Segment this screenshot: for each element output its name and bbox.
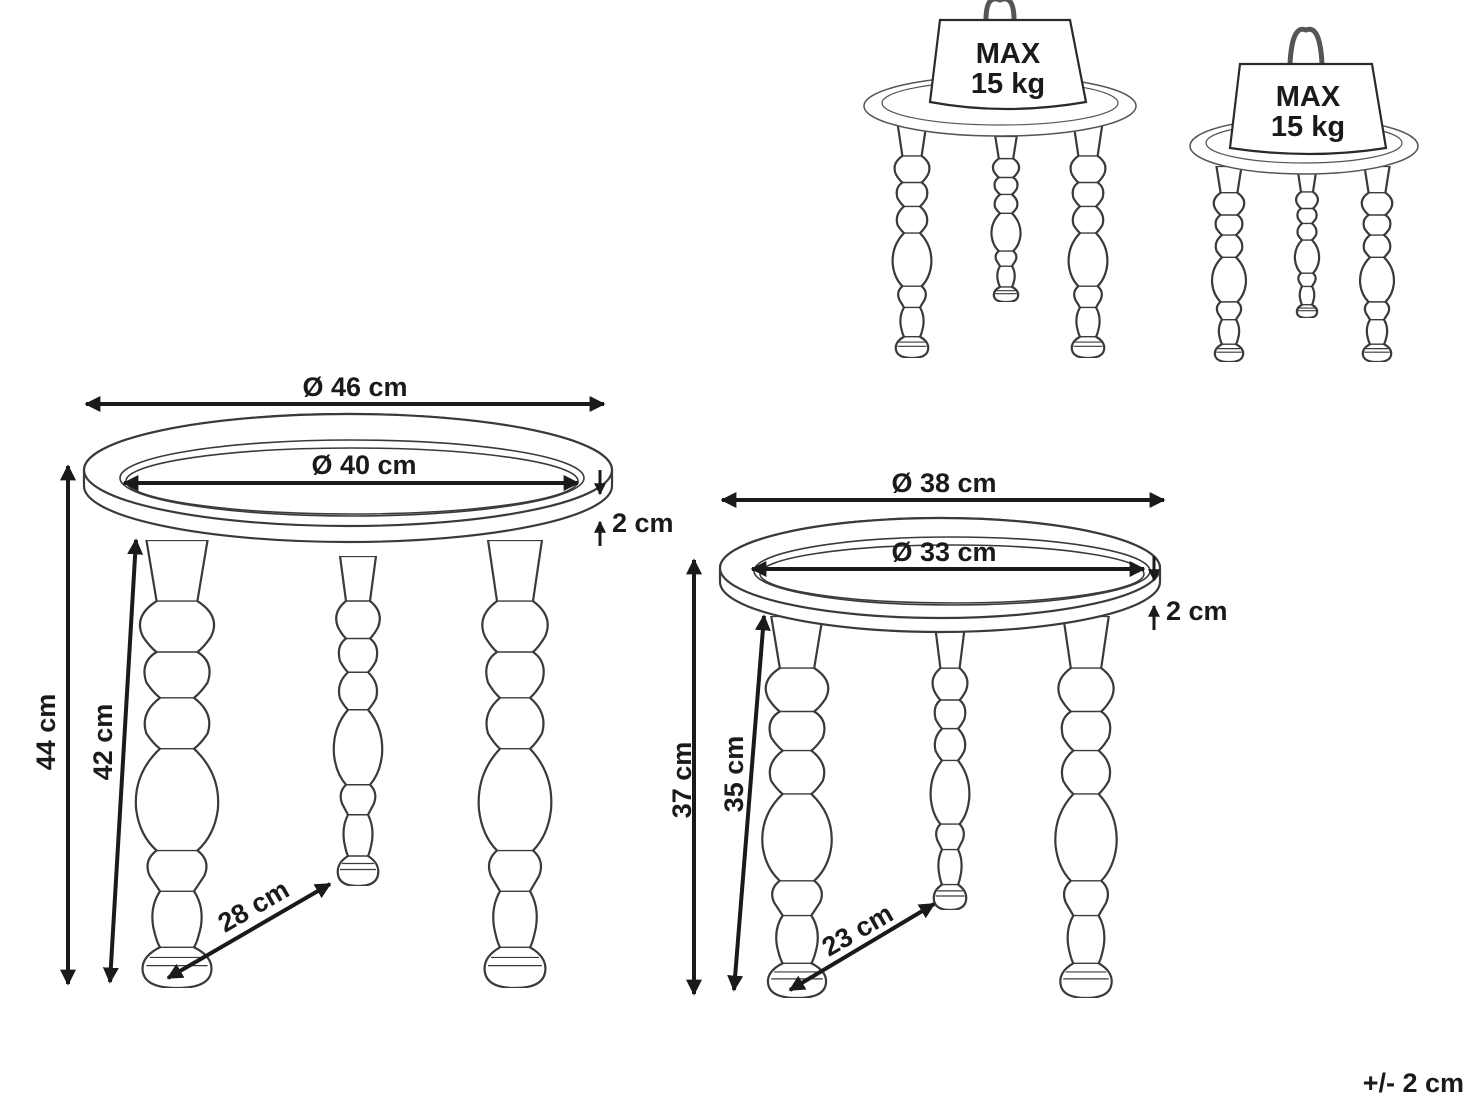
large-outer-diameter: Ø 46 cm [302, 372, 407, 402]
load-kg-label-small: 15 kg [1271, 111, 1345, 143]
load-max-label-small: MAX [1276, 81, 1341, 113]
small-inner-diameter: Ø 33 cm [891, 537, 996, 567]
small-total-height: 37 cm [667, 742, 697, 819]
large-table-drawing [82, 412, 614, 988]
tolerance-note: +/- 2 cm [1363, 1068, 1464, 1098]
small-outer-diameter: Ø 38 cm [891, 468, 996, 498]
load-max-label-large: MAX [976, 38, 1041, 70]
small-table-drawing [718, 516, 1162, 998]
load-illustration-small: MAX 15 kg [1189, 26, 1419, 362]
large-leg-length: 42 cm [88, 704, 118, 781]
large-table-dimensions: Ø 46 cm Ø 40 cm 2 cm 44 cm 42 cm 28 cm [31, 372, 674, 986]
large-rim-depth: 2 cm [612, 508, 674, 538]
load-illustration-large: MAX 15 kg [863, 0, 1137, 358]
large-inner-diameter: Ø 40 cm [311, 450, 416, 480]
small-leg-length: 35 cm [719, 736, 749, 813]
large-total-height: 44 cm [31, 694, 61, 771]
small-rim-depth: 2 cm [1166, 596, 1228, 626]
small-leg-spacing: 23 cm [817, 898, 898, 962]
load-kg-label-large: 15 kg [971, 68, 1045, 100]
